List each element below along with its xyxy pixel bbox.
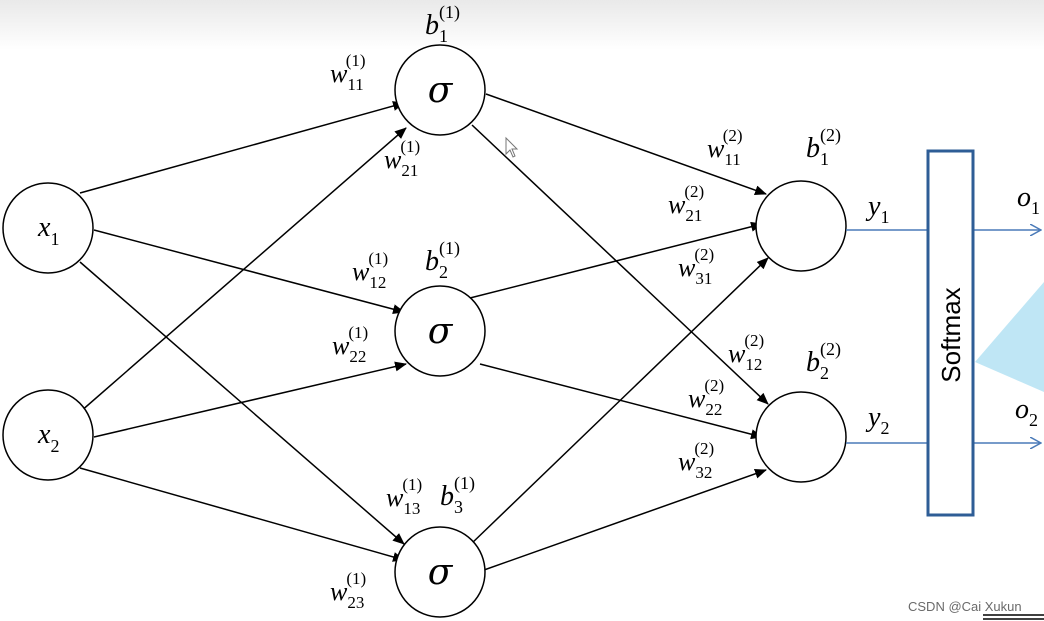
weight-label-w23-1: w23(1) [330,569,366,612]
softmax-label: Softmax [936,287,966,382]
bias-label-h1: b1(1) [425,2,460,46]
sigma-label-1: σ [428,70,454,111]
edge-h1-o2 [471,124,769,405]
weight-label-w22-2: w22(2) [688,376,724,419]
edge-h3-o2 [483,468,767,571]
output-label-o1: o1 [1017,182,1040,218]
input-label-2: x2 [37,419,59,456]
edge-h3-o1 [469,257,769,546]
nodes [2,44,847,618]
bias-label-h3: b3(1) [440,473,475,517]
input-node-1 [2,182,94,274]
bias-label-o1: b1(2) [806,125,841,169]
weight-label-w21-1: w21(1) [384,137,420,180]
hidden-node-3 [394,526,486,618]
output-node-2 [755,391,847,483]
edge-x2-h3 [79,467,405,562]
weight-label-w11-2: w11(2) [707,126,743,169]
softmax-box [926,149,975,517]
output-label-o2: o2 [1015,394,1038,430]
edge-x2-h2 [93,361,407,438]
edge-x1-h1 [79,101,405,194]
output-label-y1: y1 [865,191,889,227]
sigma-label-2: σ [428,311,454,352]
edge-x2-h1 [79,127,407,413]
input-label-1: x1 [37,212,59,249]
weight-label-w21-2: w21(2) [668,182,704,225]
top-shade [0,0,1044,50]
input-node-2 [2,389,94,481]
output-label-y2: y2 [865,402,889,438]
side-shape [975,282,1044,392]
edge-x1-h2 [93,229,405,315]
weight-label-w12-1: w12(1) [352,249,388,292]
edge-h2-o1 [469,221,763,299]
weight-label-w13-1: w13(1) [386,475,422,518]
watermark: CSDN @Cai Xukun [908,599,1022,614]
mouse-cursor-icon [505,136,519,158]
bias-label-h2: b2(1) [425,238,460,282]
weight-label-w31-2: w31(2) [678,245,714,288]
weight-label-w32-2: w32(2) [678,439,714,482]
hidden-node-1 [394,44,486,136]
edges-layer2 [469,93,769,571]
bias-label-o2: b2(2) [806,339,841,383]
edge-h1-o1 [485,93,767,196]
edges-layer1 [79,101,407,562]
sigma-label-3: σ [428,552,454,593]
weight-label-w12-2: w12(2) [728,331,764,374]
weight-label-w22-1: w22(1) [332,323,368,366]
hidden-node-2 [394,285,486,377]
weight-label-w11-1: w11(1) [330,51,366,94]
output-node-1 [755,180,847,272]
